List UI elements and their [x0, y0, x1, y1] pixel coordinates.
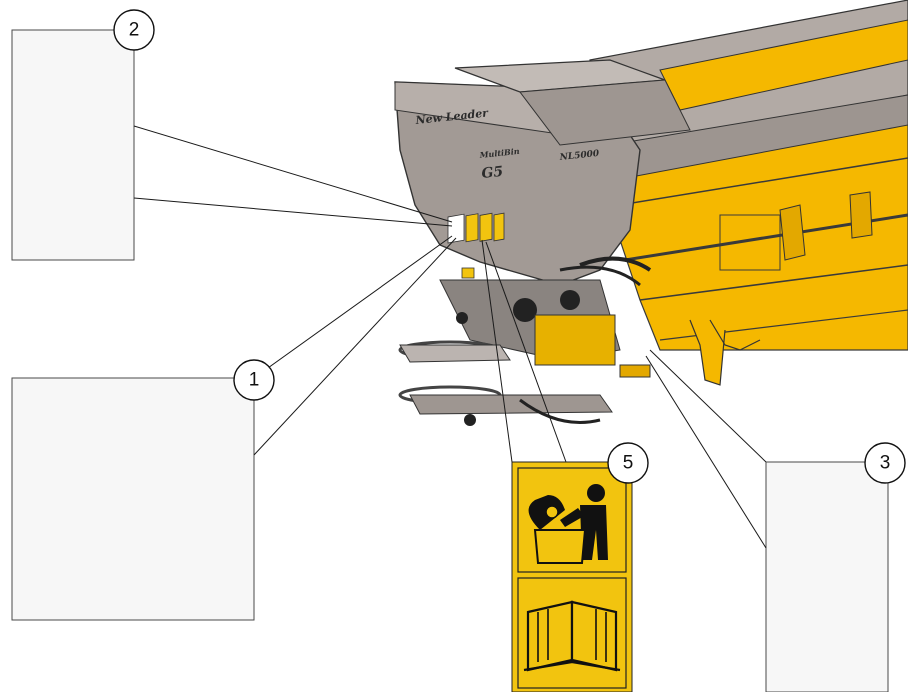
leader-lines [133, 125, 767, 549]
callout-1-number: 1 [249, 370, 260, 391]
series-text: MultiBin [478, 146, 520, 160]
model-text: NL5000 [558, 149, 600, 163]
callout-5: 5 [607, 442, 649, 484]
series-badge: G5 [481, 164, 504, 182]
decal-detail-panel [511, 461, 633, 692]
open-manual-icon [523, 600, 621, 672]
spreader-machine: New Leader MultiBin G5 NL5000 [394, 0, 908, 426]
label-box-3 [765, 461, 889, 692]
callout-3-number: 3 [880, 453, 891, 474]
label-box-2 [11, 29, 135, 261]
callout-3: 3 [864, 442, 906, 484]
spinner-assembly [398, 256, 652, 426]
label-box-1 [11, 377, 255, 621]
callout-5-number: 5 [623, 453, 634, 474]
operator-at-machine-icon [528, 484, 608, 564]
callout-2-number: 2 [129, 20, 140, 41]
hopper-decals [447, 212, 505, 244]
callout-1: 1 [233, 359, 275, 401]
yellow-body [609, 119, 908, 351]
callout-2: 2 [113, 9, 155, 51]
